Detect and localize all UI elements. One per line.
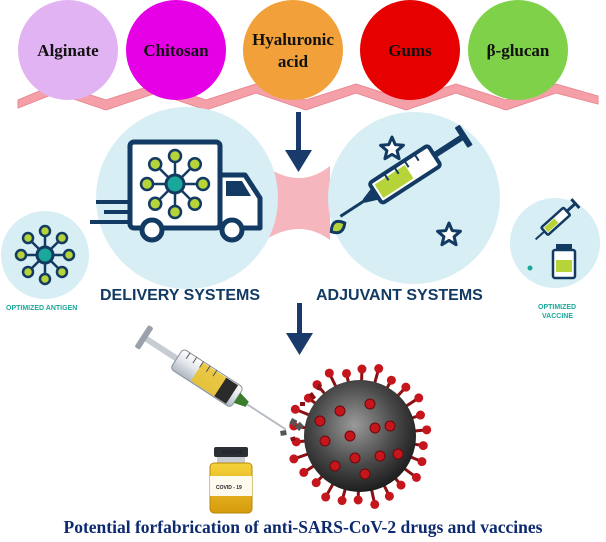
polymer-disc: [243, 0, 343, 100]
polymer-label: Chitosan: [143, 41, 209, 60]
down-arrow-icon: [285, 112, 312, 172]
vaccine-circle: [510, 198, 600, 288]
polymer-circle-4: β-glucan: [468, 0, 568, 100]
polymer-circle-0: Alginate: [18, 0, 118, 100]
covid-vaccine-vial: VACCINE COVID - 19: [209, 447, 253, 514]
vial-label-text: COVID - 19: [216, 485, 242, 491]
polymer-label: Hyaluronic: [252, 30, 334, 49]
adjuvant-systems-label: ADJUVANT SYSTEMS: [316, 287, 483, 304]
polymer-disc: [18, 0, 118, 100]
polymer-circle-3: Gums: [360, 0, 460, 100]
virus-icon: [280, 364, 432, 509]
systems-link: [265, 166, 330, 240]
delivery-systems-label: DELIVERY SYSTEMS: [100, 287, 260, 304]
down-arrow-icon: [286, 303, 313, 355]
syringe-icon: [329, 124, 473, 235]
polymer-label: β-glucan: [487, 41, 550, 60]
star-icon: [436, 221, 462, 247]
star-icon: [379, 135, 405, 161]
polymer-label: acid: [278, 52, 309, 71]
optimized-vaccine-label-1: OPTIMIZED: [538, 304, 576, 311]
optimized-antigen-label: OPTIMIZED ANTIGEN: [6, 305, 77, 312]
vial-top-text: VACCINE: [221, 450, 244, 456]
adjuvant-circle: [328, 112, 500, 284]
truck-icon: [90, 139, 263, 243]
polymer-disc: [360, 0, 460, 100]
optimized-vaccine-label-2: VACCINE: [542, 313, 573, 320]
polymer-circle-2: Hyaluronic acid: [243, 0, 343, 100]
polymer-label: Alginate: [37, 41, 99, 60]
photo-syringe-icon: [135, 325, 287, 431]
antigen-molecule-icon: [14, 224, 76, 286]
polymer-circles: Alginate Chitosan Hyaluronic acid Gums β-gluc…: [18, 0, 568, 100]
figure-caption: Potential forfabrication of anti-SARS-Co…: [64, 517, 543, 537]
vaccine-vial-icon: [527, 198, 581, 280]
polymer-disc: [468, 0, 568, 100]
polymer-label: Gums: [388, 41, 432, 60]
polymer-circle-1: Chitosan: [126, 0, 226, 100]
polymer-disc: [126, 0, 226, 100]
